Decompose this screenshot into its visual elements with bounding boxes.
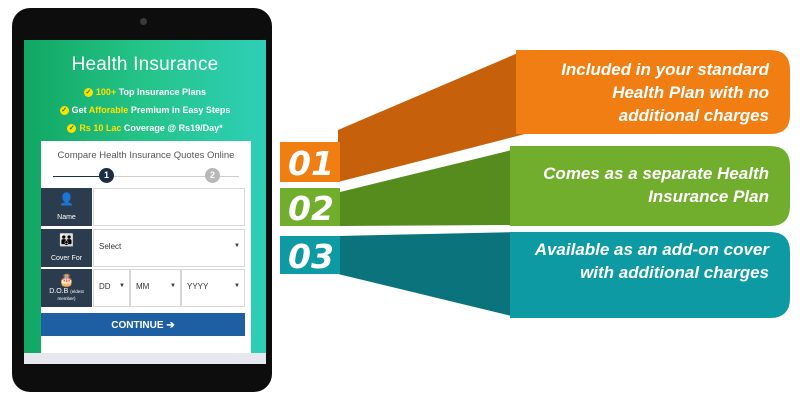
hero-benefit-3: ✓Rs 10 Lac Coverage @ Rs19/Day* (24, 123, 266, 134)
cover-label-box: 👪 Cover For (41, 229, 92, 267)
hero-benefit-2: ✓Get Afforable Premium in Easy Steps (24, 105, 266, 116)
dob-label-text: D.O.B (49, 288, 69, 295)
callout-3-text: Available as an add-on cover with additi… (534, 240, 769, 282)
dob-year-value: YYYY (187, 282, 209, 291)
callout-1-text: Included in your standard Health Plan wi… (561, 60, 769, 125)
dob-month-value: MM (136, 282, 150, 291)
ribbon-1-fold (338, 50, 525, 182)
tab-1-number: 01 (288, 144, 334, 183)
screen-footer-bar (24, 353, 266, 364)
ribbon-3-band (510, 232, 790, 318)
quote-form: Compare Health Insurance Quotes Online 1… (41, 141, 251, 359)
cake-icon: 🎂 (59, 273, 74, 287)
tab-3-number: 03 (288, 237, 334, 276)
benefit-text: Coverage @ Rs19/Day* (121, 123, 223, 133)
ribbon-2-band (510, 146, 790, 226)
tab-1 (280, 142, 340, 182)
dob-month-select[interactable]: MM ▼ (130, 269, 181, 307)
person-icon: 👤 (59, 192, 74, 206)
step-indicator: 1 2 (53, 165, 239, 189)
cover-select-value: Select (99, 242, 122, 251)
tablet-frame: Health Insurance ✓100+ Top Insurance Pla… (12, 8, 272, 392)
benefit-text: Get (71, 105, 89, 115)
name-label: Name (57, 214, 76, 221)
step-track (53, 176, 239, 177)
tab-3 (280, 236, 340, 274)
dob-sub-label: (eldest member) (57, 289, 84, 301)
caret-down-icon: ▼ (234, 243, 240, 249)
tab-2-number: 02 (288, 189, 334, 228)
step-1: 1 (99, 168, 114, 183)
ribbon-1-band (516, 50, 790, 134)
family-icon: 👪 (59, 233, 74, 247)
form-heading: Compare Health Insurance Quotes Online (57, 150, 235, 161)
name-label-box: 👤 Name (41, 188, 92, 226)
dob-label-box: 🎂 D.O.B (eldest member) (41, 269, 92, 307)
caret-down-icon: ▼ (170, 283, 176, 289)
continue-label: CONTINUE (111, 320, 164, 331)
caret-down-icon: ▼ (119, 283, 125, 289)
dob-label: D.O.B (eldest member) (41, 288, 92, 302)
cover-for-select[interactable]: Select ▼ (93, 229, 245, 267)
continue-button[interactable]: CONTINUE ➔ (41, 313, 245, 336)
hero-title: Health Insurance (71, 54, 219, 75)
check-icon: ✓ (67, 124, 77, 134)
cover-label: Cover For (50, 255, 83, 262)
hero-benefit-1: ✓100+ Top Insurance Plans (24, 87, 266, 98)
camera-dot (140, 18, 147, 25)
dob-day-select[interactable]: DD ▼ (93, 269, 130, 307)
name-row: 👤 Name (41, 188, 251, 226)
step-2: 2 (205, 168, 220, 183)
arrow-right-icon: ➔ (166, 320, 175, 331)
benefit-text: Top Insurance Plans (116, 87, 207, 97)
caret-down-icon: ▼ (234, 283, 240, 289)
benefit-text: Premium in Easy Steps (128, 105, 231, 115)
check-icon: ✓ (59, 106, 69, 116)
dob-row: 🎂 D.O.B (eldest member) DD ▼ MM ▼ YYYY ▼ (41, 269, 251, 307)
tablet-screen: Health Insurance ✓100+ Top Insurance Pla… (24, 40, 266, 364)
check-icon: ✓ (83, 88, 93, 98)
benefit-highlight: Afforable (88, 105, 129, 115)
benefit-highlight: Rs 10 Lac (79, 123, 122, 133)
cover-row: 👪 Cover For Select ▼ (41, 229, 251, 267)
benefit-highlight: 100+ (95, 87, 117, 97)
dob-day-value: DD (99, 282, 111, 291)
callout-2-text: Comes as a separate Health Insurance Pla… (543, 164, 769, 206)
dob-year-select[interactable]: YYYY ▼ (181, 269, 245, 307)
ribbon-2-fold (340, 148, 520, 226)
name-input[interactable] (93, 188, 245, 226)
ribbon-3-fold (338, 232, 520, 318)
tab-2 (280, 188, 340, 226)
step-track-progress (53, 176, 111, 177)
